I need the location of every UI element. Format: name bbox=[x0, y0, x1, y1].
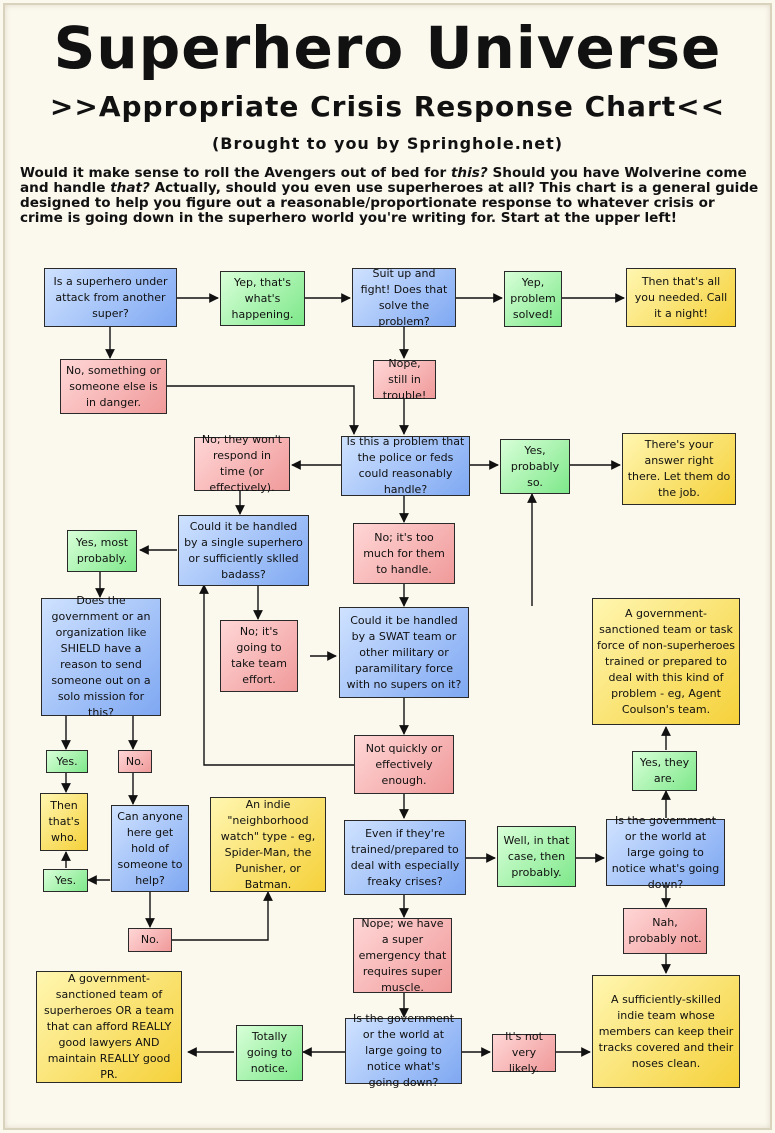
node-anyone-get-help: Can anyone here get hold of someone to h… bbox=[111, 805, 189, 892]
node-well-then-probably: Well, in that case, then probably. bbox=[497, 826, 576, 887]
node-gov-notice-2: Is the government or the world at large … bbox=[345, 1012, 462, 1089]
intro-emphasis-1: this? bbox=[450, 165, 488, 181]
intro-text-2: Should you have Wolverine come and handl… bbox=[20, 165, 747, 196]
node-thats-all-you-needed: Then that's all you needed. Call it a ni… bbox=[626, 268, 736, 327]
node-yep-problem-solved: Yep, problem solved! bbox=[504, 271, 562, 327]
intro-text-1: Would it make sense to roll the Avengers… bbox=[20, 165, 451, 181]
node-no-they-wont-respond: No; they won't respond in time (or effec… bbox=[194, 433, 290, 494]
node-totally-going-to-notice: Totally going to notice. bbox=[236, 1025, 303, 1081]
intro-paragraph: Would it make sense to roll the Avengers… bbox=[20, 166, 760, 226]
node-gov-task-force: A government-sanctioned team or task for… bbox=[592, 598, 740, 725]
node-no-solo: No. bbox=[118, 750, 152, 773]
node-no-too-much: No; it's too much for them to handle. bbox=[353, 523, 455, 584]
node-freaky-crises: Even if they're trained/prepared to deal… bbox=[344, 820, 466, 895]
node-yes-help: Yes. bbox=[43, 869, 88, 892]
node-single-superhero: Could it be handled by a single superher… bbox=[178, 515, 309, 586]
node-no-help: No. bbox=[128, 928, 172, 952]
node-yes-probably-so: Yes, probably so. bbox=[500, 439, 570, 494]
intro-emphasis-2: that? bbox=[110, 180, 150, 196]
node-gov-notice-1: Is the government or the world at large … bbox=[606, 814, 725, 891]
node-not-very-likely: It's not very likely. bbox=[492, 1030, 556, 1075]
node-nah-probably-not: Nah, probably not. bbox=[623, 908, 707, 954]
node-indie-team: A sufficiently-skilled indie team whose … bbox=[592, 975, 740, 1088]
node-no-team-effort: No; it's going to take team effort. bbox=[220, 620, 298, 692]
node-no-something-else: No, something or someone else is in dang… bbox=[60, 359, 167, 414]
node-theres-your-answer: There's your answer right there. Let the… bbox=[622, 433, 736, 505]
page-title: Superhero Universe bbox=[53, 14, 722, 82]
node-yes-they-are: Yes, they are. bbox=[632, 751, 697, 791]
credit-line: (Brought to you by Springhole.net) bbox=[211, 134, 564, 153]
node-indie-neighborhood-watch: An indie "neighborhood watch" type - eg,… bbox=[210, 797, 326, 892]
node-not-quickly-enough: Not quickly or effectively enough. bbox=[354, 735, 454, 794]
node-yes-solo: Yes. bbox=[46, 750, 88, 773]
node-gov-superhero-team: A government-sanctioned team of superher… bbox=[36, 971, 182, 1083]
node-suit-up-and-fight: Suit up and fight! Does that solve the p… bbox=[352, 267, 456, 328]
intro-text-3: Actually, should you even use superheroe… bbox=[20, 180, 759, 226]
node-gov-solo-mission: Does the government or an organization l… bbox=[41, 594, 161, 719]
node-police-could-handle: Is this a problem that the police or fed… bbox=[341, 435, 470, 496]
node-nope-still-in-trouble: Nope, still in trouble! bbox=[373, 357, 436, 402]
node-yes-most-probably: Yes, most probably. bbox=[67, 530, 137, 572]
node-nope-super-emergency: Nope; we have a super emergency that req… bbox=[353, 917, 452, 994]
node-yep-thats-whats-happening: Yep, that's what's happening. bbox=[220, 271, 305, 326]
page-subtitle: >>Appropriate Crisis Response Chart<< bbox=[49, 90, 726, 123]
node-superhero-under-attack: Is a superhero under attack from another… bbox=[44, 268, 177, 327]
node-swat-team: Could it be handled by a SWAT team or ot… bbox=[339, 607, 469, 698]
node-thats-who: Then that's who. bbox=[40, 793, 88, 851]
